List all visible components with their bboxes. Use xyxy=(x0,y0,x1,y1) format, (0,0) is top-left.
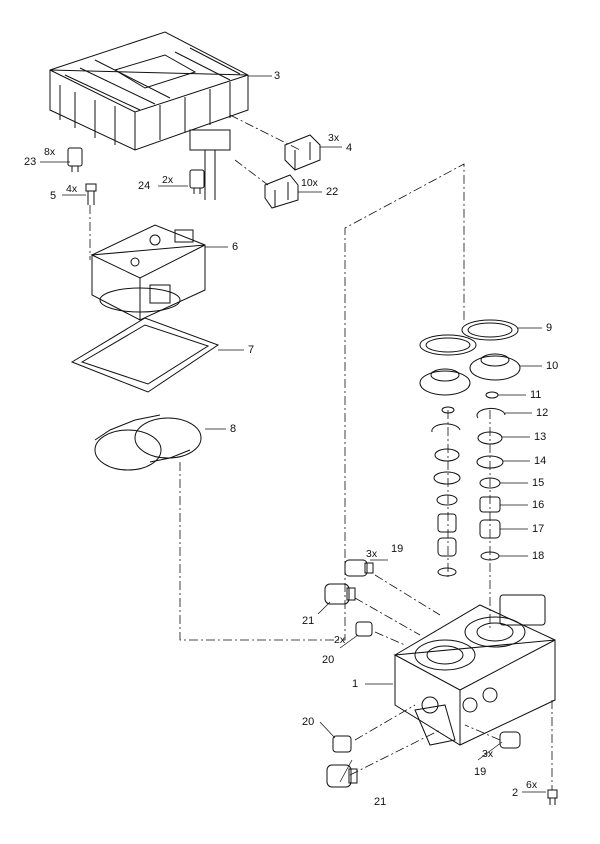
bolt-part-2 xyxy=(547,789,558,805)
callout-20-lower: 20 xyxy=(302,716,315,728)
fitting-part-19-lower xyxy=(499,731,521,749)
fitting-part-19-upper xyxy=(344,559,374,577)
screw-part-5 xyxy=(85,183,97,205)
oring-part-11 xyxy=(485,391,499,399)
callout-1: 1 xyxy=(352,678,359,690)
callout-23: 23 xyxy=(24,156,37,168)
callout-11: 11 xyxy=(530,389,542,401)
assembly-lines xyxy=(89,114,553,790)
valve-part-10 xyxy=(469,355,521,381)
ring-9-left xyxy=(419,334,477,356)
callout-7: 7 xyxy=(248,344,255,356)
clip-part-4 xyxy=(284,134,321,171)
callout-22: 22 xyxy=(326,186,339,198)
callout-4: 4 xyxy=(346,142,353,154)
qty-22: 10x xyxy=(301,177,318,189)
spring-part-16 xyxy=(479,496,501,513)
callout-15: 15 xyxy=(532,477,545,489)
callout-19-lower: 19 xyxy=(474,766,487,778)
callout-14: 14 xyxy=(534,455,547,467)
connector-part-24 xyxy=(189,169,205,194)
clip-part-22 xyxy=(264,174,299,209)
qty-19-lower: 3x xyxy=(482,748,494,760)
pump-body-part-1 xyxy=(393,594,556,746)
seal-part-13 xyxy=(477,431,503,445)
callout-3: 3 xyxy=(274,70,281,82)
control-unit-cover xyxy=(49,31,249,200)
callout-13: 13 xyxy=(534,431,547,443)
qty-24: 2x xyxy=(162,174,174,186)
callout-19-upper: 19 xyxy=(391,543,404,555)
callout-21-upper: 21 xyxy=(302,615,315,627)
callout-10: 10 xyxy=(546,360,559,372)
callout-20-upper: 20 xyxy=(322,654,335,666)
callout-12: 12 xyxy=(536,407,549,419)
qty-20-upper: 2x xyxy=(334,634,346,646)
gasket-part-7 xyxy=(70,317,220,393)
callout-9: 9 xyxy=(546,322,553,334)
qty-4: 3x xyxy=(328,132,340,144)
callout-2: 2 xyxy=(512,787,519,799)
housing-part-6 xyxy=(90,224,206,321)
qty-23: 8x xyxy=(44,146,56,158)
fitting-part-20-lower xyxy=(332,735,352,753)
seal-stack xyxy=(419,319,521,577)
ring-part-9 xyxy=(461,319,519,341)
callout-21-lower: 21 xyxy=(374,796,387,808)
qty-5: 4x xyxy=(66,183,78,195)
callout-6: 6 xyxy=(232,241,239,253)
circlip-part-12 xyxy=(476,407,506,419)
callout-5: 5 xyxy=(50,190,57,202)
gasket-part-8 xyxy=(94,414,202,471)
leader-lines xyxy=(40,75,546,793)
callout-24: 24 xyxy=(138,180,151,192)
callout-18: 18 xyxy=(532,550,545,562)
qty-19-upper: 3x xyxy=(366,548,378,560)
fitting-part-21-upper xyxy=(324,583,356,605)
fitting-part-21-lower xyxy=(326,764,358,788)
callout-16: 16 xyxy=(532,499,545,511)
connector-part-23 xyxy=(67,147,83,172)
callout-8: 8 xyxy=(230,423,237,435)
fitting-part-20-upper xyxy=(355,621,373,637)
oring-part-14 xyxy=(476,455,504,469)
callout-17: 17 xyxy=(532,523,545,535)
qty-2: 6x xyxy=(526,779,538,791)
